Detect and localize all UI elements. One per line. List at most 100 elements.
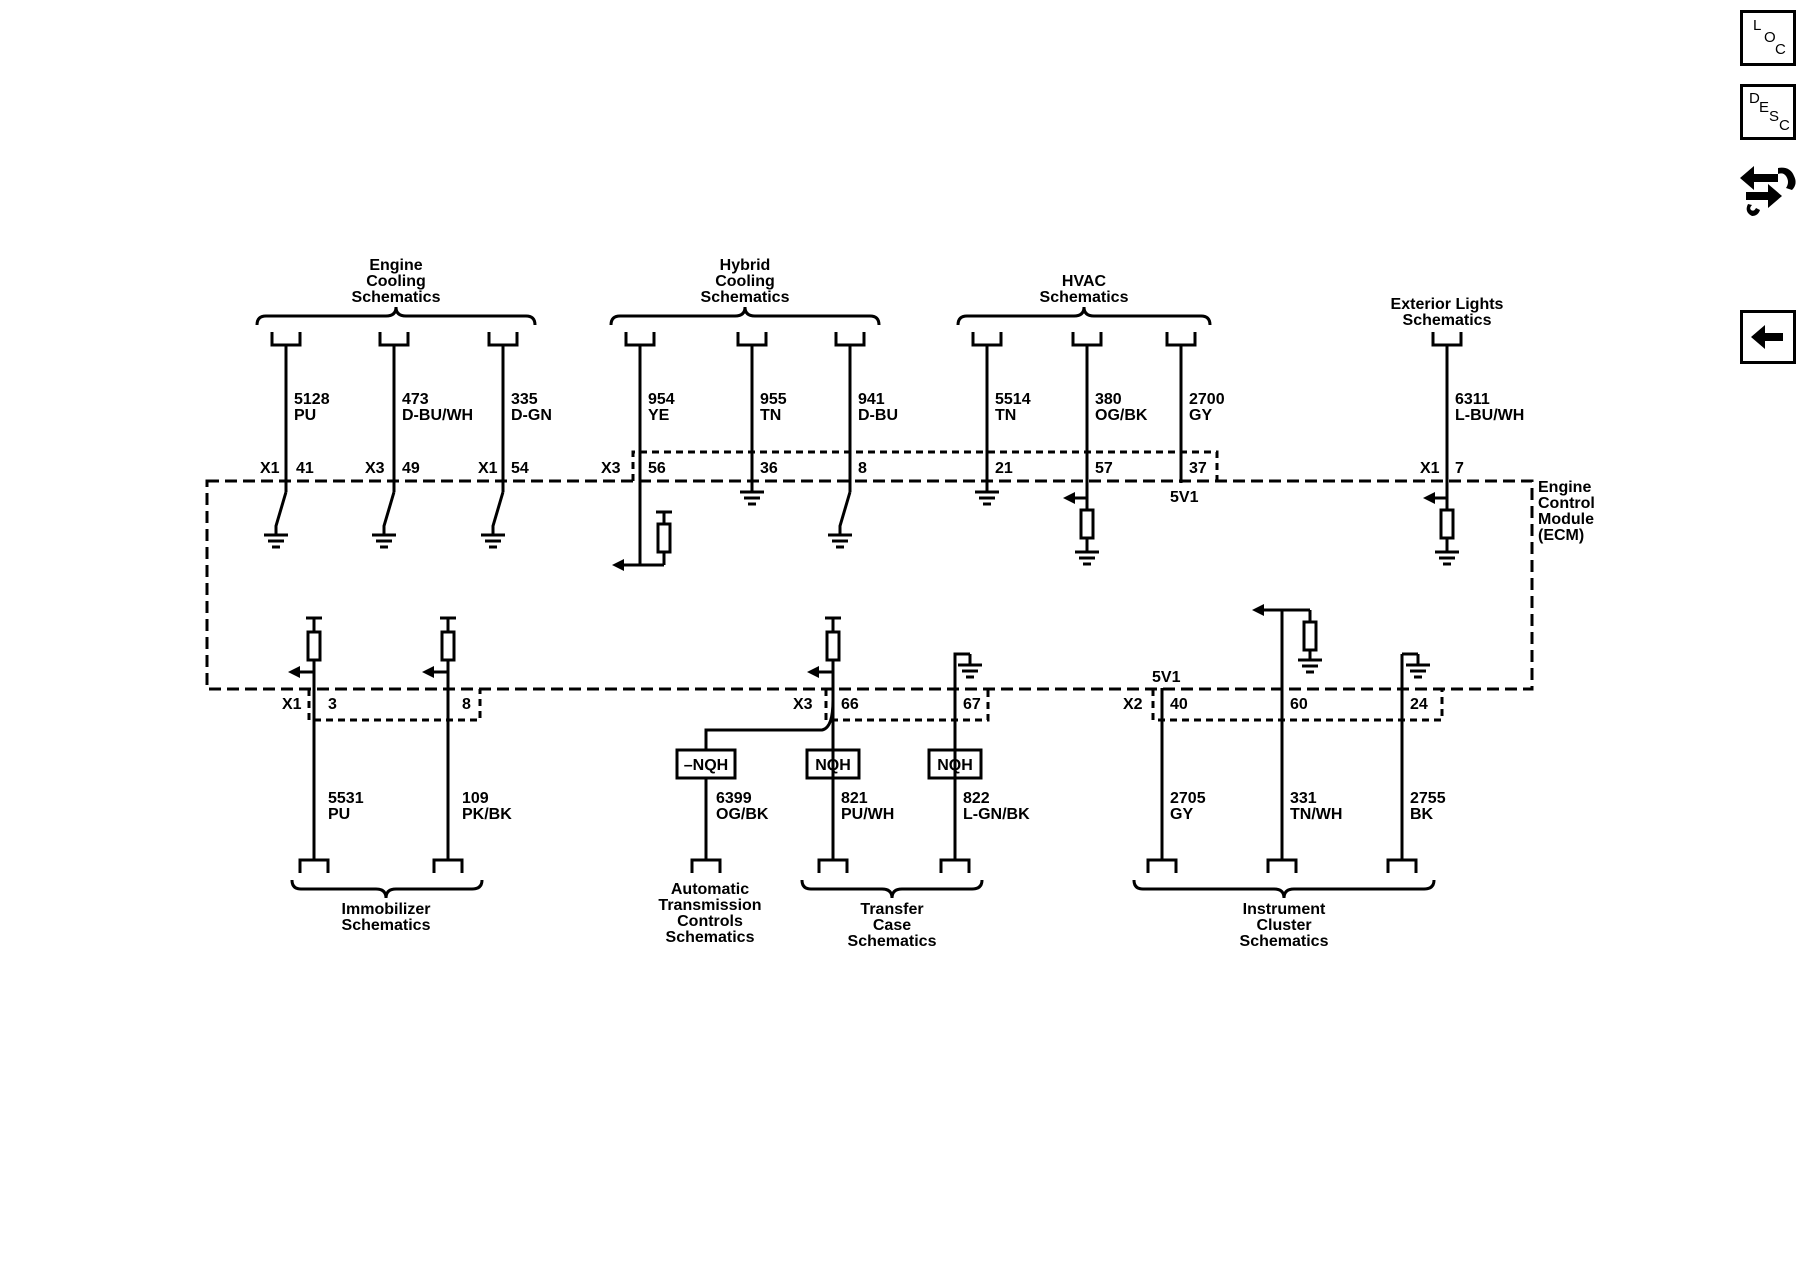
pin-number: 67 bbox=[963, 696, 981, 713]
arrow-left-icon bbox=[1751, 325, 1783, 349]
wire-circuit: 5531 bbox=[328, 790, 364, 807]
wire-circuit: 6311 bbox=[1455, 391, 1490, 408]
wire-circuit: 954 bbox=[648, 391, 675, 408]
direct-grounds bbox=[740, 490, 999, 506]
pin-number: 56 bbox=[648, 460, 666, 477]
wire-color: D-BU/WH bbox=[402, 407, 473, 424]
ref-5v1-bottom: 5V1 bbox=[1152, 669, 1181, 686]
brace-hybrid-cooling bbox=[609, 306, 881, 326]
wire-color: TN bbox=[995, 407, 1016, 424]
pin-number: 21 bbox=[995, 460, 1013, 477]
wire-color: OG/BK bbox=[716, 806, 769, 823]
group-transfer-case-l3: Schematics bbox=[848, 933, 937, 950]
connector-id: X3 bbox=[793, 696, 813, 713]
wire-circuit: 331 bbox=[1290, 790, 1317, 807]
double-arrow-hand-icon[interactable] bbox=[1738, 158, 1800, 220]
bottom-grounds bbox=[958, 608, 1430, 679]
wire-color: PU/WH bbox=[841, 806, 894, 823]
connector-band-x2-bottom bbox=[1151, 689, 1444, 722]
ref-5v1-top: 5V1 bbox=[1170, 489, 1199, 506]
group-transfer-case-l1: Transfer bbox=[860, 901, 923, 918]
pin-number: 37 bbox=[1189, 460, 1207, 477]
ecm-label-l2: Control bbox=[1538, 495, 1595, 512]
brace-immobilizer bbox=[290, 879, 484, 899]
back-button[interactable] bbox=[1740, 310, 1796, 364]
wire-circuit: 109 bbox=[462, 790, 489, 807]
nqh-box-822 bbox=[927, 748, 983, 780]
desc-button[interactable]: D E S C bbox=[1740, 84, 1796, 140]
nqh-label: –NQH bbox=[684, 757, 728, 774]
brace-transfer-case bbox=[800, 879, 984, 899]
brace-engine-cooling bbox=[255, 306, 537, 326]
hybrid-input-circuit bbox=[622, 510, 672, 567]
ecm-label-l4: (ECM) bbox=[1538, 527, 1584, 544]
pin-number: 36 bbox=[760, 460, 778, 477]
group-instrument-cluster-l1: Instrument bbox=[1243, 901, 1326, 918]
pin-number: 8 bbox=[858, 460, 867, 477]
pin-number: 7 bbox=[1455, 460, 1464, 477]
brace-hvac bbox=[956, 306, 1212, 326]
connector-band-x3-top bbox=[631, 450, 1219, 481]
nqh-box-6399 bbox=[675, 748, 737, 780]
wire-circuit: 6399 bbox=[716, 790, 752, 807]
loc-letter-c: C bbox=[1775, 41, 1786, 58]
loc-letter-l: L bbox=[1753, 17, 1762, 34]
group-exterior-lights-l2: Schematics bbox=[1403, 312, 1492, 329]
wire-color: BK bbox=[1410, 806, 1434, 823]
pin-number: 66 bbox=[841, 696, 859, 713]
wire-circuit: 941 bbox=[858, 391, 885, 408]
group-auto-trans-l1: Automatic bbox=[671, 881, 749, 898]
connector-id: X1 bbox=[260, 460, 280, 477]
desc-letter-d: D bbox=[1749, 90, 1760, 107]
nqh-label: NQH bbox=[937, 757, 973, 774]
connector-band-x3-bottom bbox=[824, 689, 990, 722]
connector-band-x1-bottom bbox=[307, 689, 482, 722]
group-auto-trans-l2: Transmission bbox=[658, 897, 761, 914]
wire-color: PU bbox=[294, 407, 316, 424]
group-hybrid-cooling-l2: Cooling bbox=[715, 273, 775, 290]
group-transfer-case-l2: Case bbox=[873, 917, 911, 934]
wire-circuit: 380 bbox=[1095, 391, 1122, 408]
wire-color: GY bbox=[1170, 806, 1193, 823]
wire-color: PU bbox=[328, 806, 350, 823]
wire-color: L-BU/WH bbox=[1455, 407, 1524, 424]
wire-circuit: 2755 bbox=[1410, 790, 1446, 807]
hvac-input-circuit bbox=[1073, 496, 1099, 566]
pin-number: 60 bbox=[1290, 696, 1308, 713]
wire-circuit: 473 bbox=[402, 391, 429, 408]
loc-button[interactable]: L O C bbox=[1740, 10, 1796, 66]
wire-circuit: 821 bbox=[841, 790, 868, 807]
brace-instrument-cluster bbox=[1132, 879, 1436, 899]
wire-color: L-GN/BK bbox=[963, 806, 1030, 823]
ecm-label-l1: Engine bbox=[1538, 479, 1591, 496]
desc-letter-e: E bbox=[1759, 99, 1770, 116]
pin-number: 41 bbox=[296, 460, 314, 477]
wire-color: GY bbox=[1189, 407, 1212, 424]
pin-number: 24 bbox=[1410, 696, 1428, 713]
group-hvac-l2: Schematics bbox=[1040, 289, 1129, 306]
connector-id: X2 bbox=[1123, 696, 1143, 713]
pin-number: 8 bbox=[462, 696, 471, 713]
group-immobilizer-l2: Schematics bbox=[342, 917, 431, 934]
wire-color: PK/BK bbox=[462, 806, 512, 823]
wire-circuit: 822 bbox=[963, 790, 990, 807]
wire-circuit: 955 bbox=[760, 391, 787, 408]
group-engine-cooling-l2: Cooling bbox=[366, 273, 426, 290]
wire-color: OG/BK bbox=[1095, 407, 1148, 424]
pin-number: 3 bbox=[328, 696, 337, 713]
loc-letter-o: O bbox=[1764, 29, 1776, 46]
group-immobilizer-l1: Immobilizer bbox=[342, 901, 431, 918]
pin-number: 54 bbox=[511, 460, 529, 477]
group-engine-cooling-l1: Engine bbox=[369, 257, 422, 274]
connector-id: X3 bbox=[365, 460, 385, 477]
desc-letter-s: S bbox=[1769, 108, 1780, 125]
connector-id: X1 bbox=[282, 696, 302, 713]
wire-circuit: 2705 bbox=[1170, 790, 1206, 807]
ecm-boundary bbox=[205, 479, 1534, 691]
pin-number: 57 bbox=[1095, 460, 1113, 477]
wire-circuit: 5128 bbox=[294, 391, 330, 408]
group-hybrid-cooling-l1: Hybrid bbox=[720, 257, 771, 274]
wire-color: TN bbox=[760, 407, 781, 424]
switch-ground-symbols bbox=[264, 491, 852, 549]
